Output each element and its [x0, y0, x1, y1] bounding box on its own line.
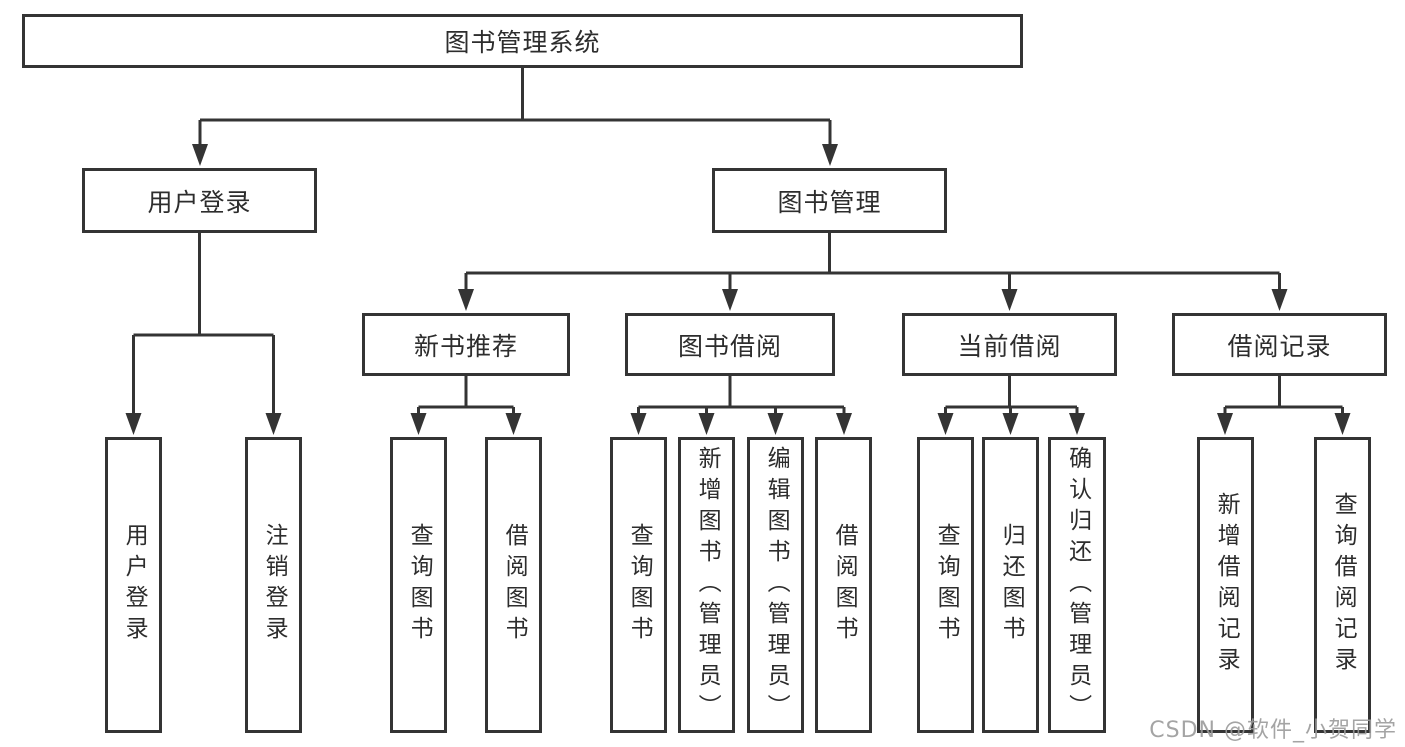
leaf-label: 确认归还（管理员） — [1064, 445, 1091, 725]
leaf-label: 新增图书（管理员） — [694, 445, 721, 725]
node-borrowing-records: 借阅记录 — [1172, 313, 1387, 376]
leaf-label: 新增借阅记录 — [1213, 492, 1240, 678]
leaf-confirm-return-admin: 确认归还（管理员） — [1048, 437, 1106, 733]
leaf-label: 用户登录 — [121, 523, 148, 647]
node-label: 图书管理系统 — [444, 28, 601, 57]
leaf-logout: 注销登录 — [245, 437, 302, 733]
leaf-label: 借阅图书 — [501, 523, 528, 647]
leaf-borrow-books-recommend: 借阅图书 — [485, 437, 542, 733]
node-book-borrowing: 图书借阅 — [625, 313, 835, 376]
leaf-label: 查询图书 — [406, 523, 433, 647]
leaf-label: 查询借阅记录 — [1330, 492, 1357, 678]
node-label: 当前借阅 — [957, 331, 1062, 361]
leaf-label: 注销登录 — [261, 523, 288, 647]
leaf-query-books-borrow: 查询图书 — [610, 437, 667, 733]
leaf-user-login: 用户登录 — [105, 437, 162, 733]
leaf-label: 编辑图书（管理员） — [763, 445, 790, 725]
leaf-return-books: 归还图书 — [982, 437, 1039, 733]
node-label: 借阅记录 — [1227, 331, 1332, 361]
csdn-watermark: CSDN @软件_小贺同学 — [1149, 718, 1397, 743]
leaf-borrow-books: 借阅图书 — [815, 437, 872, 733]
leaf-query-books-recommend: 查询图书 — [390, 437, 447, 733]
node-book-management: 图书管理 — [712, 168, 947, 233]
node-new-book-recommend: 新书推荐 — [362, 313, 570, 376]
leaf-label: 查询图书 — [933, 523, 960, 647]
leaf-query-books-current: 查询图书 — [917, 437, 974, 733]
leaf-query-borrow-record: 查询借阅记录 — [1314, 437, 1371, 733]
leaf-label: 借阅图书 — [831, 523, 858, 647]
leaf-edit-books-admin: 编辑图书（管理员） — [747, 437, 804, 733]
node-user-login: 用户登录 — [82, 168, 317, 233]
leaf-add-books-admin: 新增图书（管理员） — [678, 437, 735, 733]
leaf-label: 查询图书 — [626, 523, 653, 647]
node-label: 图书管理 — [777, 187, 882, 217]
node-library-management-system: 图书管理系统 — [22, 14, 1023, 68]
node-label: 图书借阅 — [677, 331, 782, 361]
node-current-borrowing: 当前借阅 — [902, 313, 1117, 376]
leaf-label: 归还图书 — [998, 523, 1025, 647]
node-label: 新书推荐 — [413, 331, 518, 361]
leaf-add-borrow-record: 新增借阅记录 — [1197, 437, 1254, 733]
node-label: 用户登录 — [147, 187, 252, 217]
